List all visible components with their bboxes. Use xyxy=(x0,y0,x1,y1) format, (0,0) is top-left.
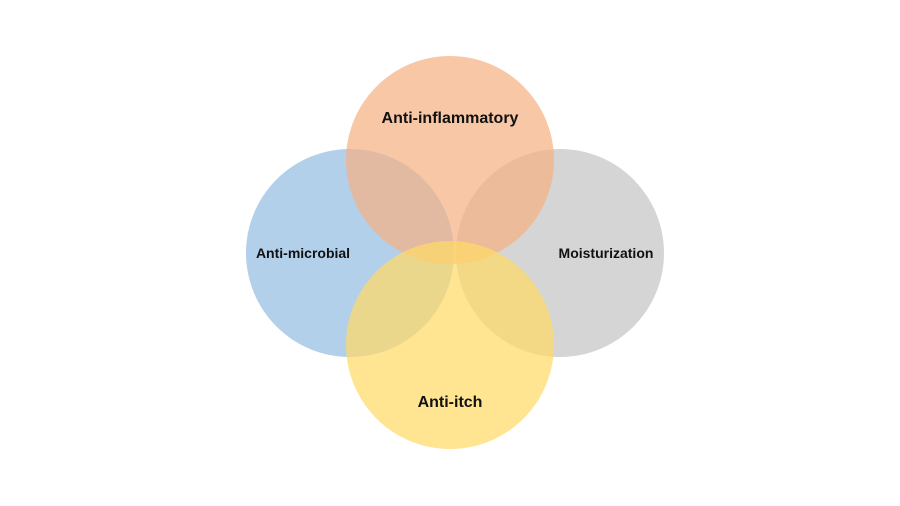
label-moisturization: Moisturization xyxy=(559,245,654,261)
circle-group-bottom xyxy=(346,241,554,449)
label-anti-itch: Anti-itch xyxy=(418,394,483,411)
circle-anti-inflammatory xyxy=(346,56,554,264)
circle-group-top xyxy=(346,56,554,264)
circle-anti-itch xyxy=(346,241,554,449)
label-anti-inflammatory: Anti-inflammatory xyxy=(382,110,519,127)
label-anti-microbial: Anti-microbial xyxy=(256,245,350,261)
